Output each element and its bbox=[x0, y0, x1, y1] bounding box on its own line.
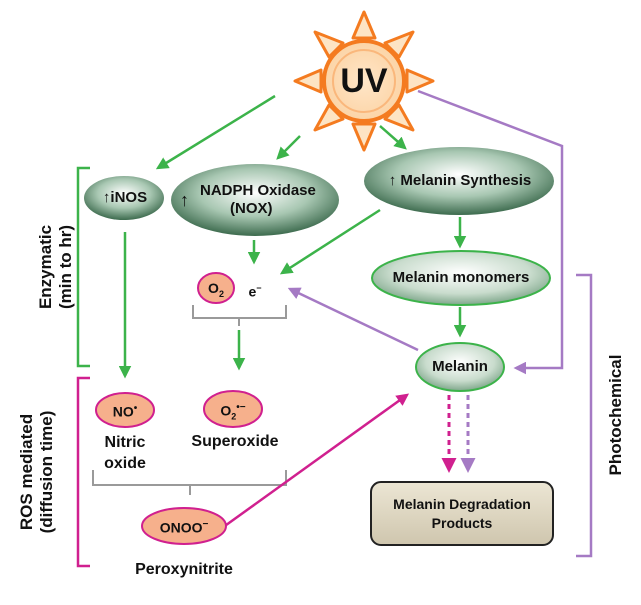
nitric-line2: oxide bbox=[104, 455, 146, 472]
superoxide-radical-node bbox=[203, 390, 263, 428]
melanin-synthesis-text: Melanin Synthesis bbox=[400, 172, 532, 189]
degradation-line1: Melanin Degradation bbox=[393, 496, 531, 512]
o2-node bbox=[197, 272, 235, 304]
inos-label: ↑iNOS bbox=[90, 189, 160, 207]
arrow-melanin-to-electron bbox=[287, 287, 419, 352]
ros-side-label: ROS mediated (diffusion time) bbox=[17, 397, 59, 547]
arrow-uv-to-inos bbox=[155, 94, 276, 170]
arrow-uv-to-nox bbox=[276, 135, 301, 160]
sun-icon bbox=[293, 10, 435, 152]
electron-base: e bbox=[248, 283, 257, 300]
no-radical-label: NO• bbox=[98, 401, 152, 420]
melanin-synthesis-label: ↑ Melanin Synthesis bbox=[375, 172, 545, 190]
nox-node bbox=[171, 164, 339, 236]
o2-label: O2 bbox=[198, 280, 234, 302]
photochemical-bracket bbox=[576, 273, 593, 558]
arrow-uv-to-melanin-synthesis bbox=[379, 125, 407, 150]
onoo-base: ONOO bbox=[159, 519, 203, 536]
uv-label: UV bbox=[340, 62, 388, 100]
nitric-oxide-label: Nitric oxide bbox=[90, 432, 160, 474]
melanin-node bbox=[415, 342, 505, 392]
up-arrow-icon: ↑ bbox=[180, 190, 189, 210]
inos-text: iNOS bbox=[110, 189, 148, 206]
enzymatic-line1: Enzymatic bbox=[36, 224, 55, 310]
melanin-label: Melanin bbox=[432, 358, 488, 375]
nox-label: ↑ NADPH Oxidase (NOX) bbox=[168, 182, 343, 218]
no-superoxide-bracket bbox=[92, 470, 287, 495]
superoxide-label: Superoxide bbox=[191, 433, 279, 450]
inos-node bbox=[84, 176, 164, 220]
melanin-monomers-node bbox=[371, 250, 551, 306]
enzymatic-side-label: Enzymatic (min to hr) bbox=[36, 197, 78, 337]
photochemical-side-label: Photochemical bbox=[606, 354, 625, 476]
ros-bracket bbox=[76, 376, 90, 568]
arrow-uv-to-melanin-photochemical bbox=[417, 89, 564, 375]
nitric-line1: Nitric bbox=[104, 434, 146, 451]
arrow-peroxynitrite-to-melanin bbox=[221, 393, 410, 530]
enzymatic-bracket bbox=[76, 166, 90, 368]
melanin-synthesis-node bbox=[364, 147, 554, 215]
o2-electron-bracket bbox=[192, 305, 287, 326]
degradation-line2: Products bbox=[431, 515, 493, 531]
no-radical-node bbox=[95, 392, 155, 428]
electron-label: e− bbox=[240, 280, 270, 300]
superoxide-radical-label: O2•− bbox=[205, 400, 261, 424]
onoo-sup: − bbox=[202, 519, 209, 530]
melanin-degradation-box bbox=[370, 481, 554, 546]
peroxynitrite-radical-label: ONOO− bbox=[144, 517, 224, 536]
enzymatic-line2: (min to hr) bbox=[56, 224, 75, 310]
up-arrow-icon: ↑ bbox=[388, 172, 397, 189]
arrow-synthesis-to-electron bbox=[279, 208, 381, 275]
superoxide-sub: 2 bbox=[231, 411, 237, 422]
superoxide-sup: •− bbox=[236, 402, 246, 413]
melanin-degradation-label: Melanin Degradation Products bbox=[371, 495, 553, 533]
ros-line2: (diffusion time) bbox=[37, 410, 56, 534]
electron-sup: − bbox=[256, 283, 262, 293]
nox-line2: (NOX) bbox=[230, 200, 273, 217]
no-base: NO bbox=[112, 403, 134, 420]
o2-base: O bbox=[208, 280, 219, 296]
up-arrow-icon: ↑ bbox=[102, 189, 111, 206]
ros-line1: ROS mediated bbox=[17, 413, 36, 531]
melanin-monomers-label: Melanin monomers bbox=[392, 269, 530, 286]
peroxynitrite-radical-node bbox=[141, 507, 227, 545]
superoxide-base: O bbox=[220, 402, 232, 419]
o2-sub: 2 bbox=[218, 288, 224, 299]
nox-line1: NADPH Oxidase bbox=[200, 182, 316, 199]
peroxynitrite-label: Peroxynitrite bbox=[135, 561, 233, 578]
no-sup: • bbox=[133, 403, 138, 414]
